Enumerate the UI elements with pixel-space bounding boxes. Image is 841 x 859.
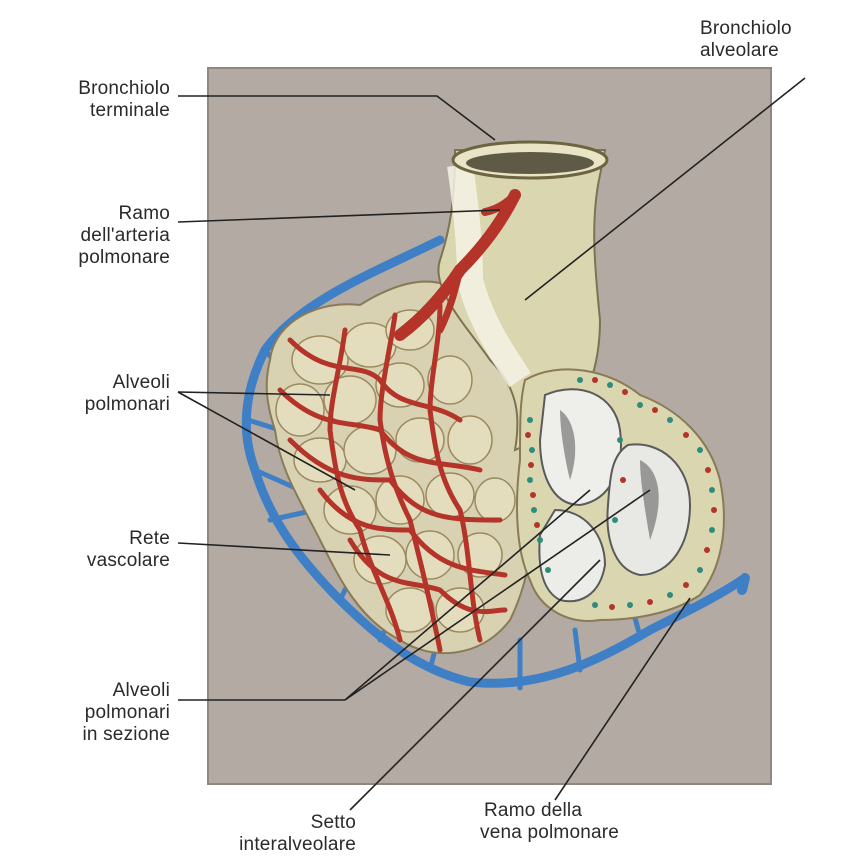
label-ramo-arteria: Ramo dell'arteria polmonare bbox=[78, 203, 170, 269]
label-setto-interalveolare: Setto interalveolare bbox=[239, 812, 356, 856]
label-bronchiolo-alveolare: Bronchiolo alveolare bbox=[700, 18, 792, 62]
label-rete-vascolare: Rete vascolare bbox=[87, 528, 170, 572]
label-alveoli-sezione: Alveoli polmonari in sezione bbox=[82, 680, 170, 746]
label-alveoli-polmonari: Alveoli polmonari bbox=[85, 372, 170, 416]
label-bronchiolo-terminale: Bronchiolo terminale bbox=[78, 78, 170, 122]
label-ramo-vena: Ramo della vena polmonare bbox=[480, 800, 619, 844]
